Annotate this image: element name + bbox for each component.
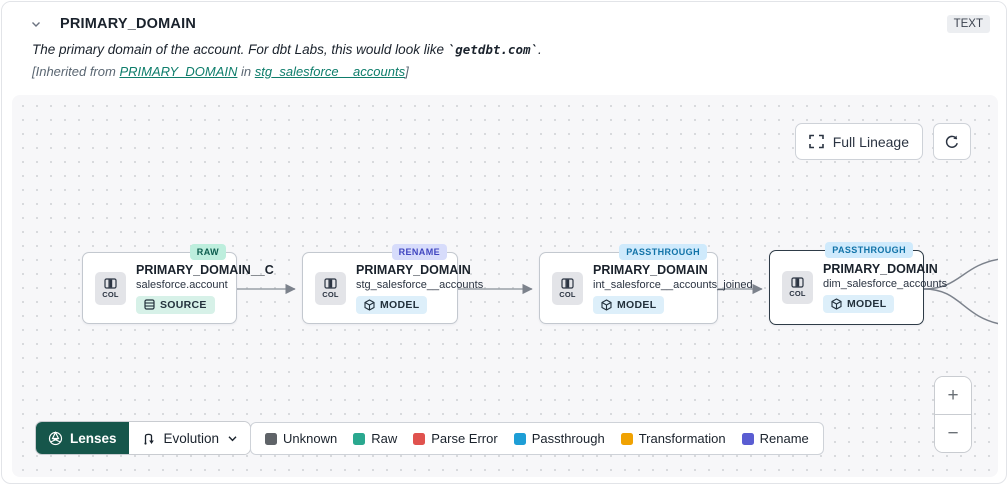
legend-item-unknown: Unknown: [265, 431, 337, 446]
column-icon: [561, 277, 574, 289]
full-lineage-button[interactable]: Full Lineage: [794, 123, 923, 160]
resource-type-badge: SOURCE: [136, 295, 215, 314]
header: PRIMARY_DOMAIN TEXT The primary domain o…: [2, 2, 1006, 95]
inherited-middle: in: [237, 64, 255, 79]
legend-swatch: [620, 432, 633, 445]
column-icon: [324, 277, 337, 289]
description-code: `getdbt.com`: [447, 42, 539, 57]
resource-type-badge: MODEL: [593, 295, 665, 314]
legend-label: Parse Error: [431, 431, 498, 446]
col-chip-label: COL: [559, 289, 576, 299]
inherited-note: [Inherited from PRIMARY_DOMAIN in stg_sa…: [2, 57, 1006, 79]
col-chip-label: COL: [322, 289, 339, 299]
resource-type-badge: MODEL: [356, 295, 428, 314]
node-subtitle: salesforce.account: [136, 278, 228, 291]
description-period: .: [538, 42, 542, 57]
status-badge: RENAME: [391, 244, 447, 260]
lineage-node-intermediate[interactable]: PASSTHROUGH COL PRIMARY_DOMAIN int_sales…: [539, 244, 753, 324]
col-chip-label: COL: [102, 289, 119, 299]
legend-label: Raw: [371, 431, 398, 446]
page-title: PRIMARY_DOMAIN: [60, 16, 196, 32]
full-lineage-label: Full Lineage: [832, 133, 909, 150]
legend-item-passthrough: Passthrough: [513, 431, 605, 446]
column-icon: [104, 277, 117, 289]
inherited-prefix: [Inherited from: [32, 64, 120, 79]
inherited-column-link[interactable]: PRIMARY_DOMAIN: [119, 64, 238, 79]
legend-swatch: [741, 432, 754, 445]
lineage-edges: [237, 258, 998, 325]
legend-item-parse-error: Parse Error: [413, 431, 498, 446]
status-badge: RAW: [189, 244, 226, 260]
node-title: PRIMARY_DOMAIN: [823, 262, 938, 276]
legend-swatch: [353, 432, 366, 445]
chevron-down-icon[interactable]: [30, 18, 42, 30]
column-chip: COL: [782, 271, 813, 304]
column-chip: COL: [95, 271, 126, 305]
status-badge: PASSTHROUGH: [825, 242, 913, 258]
lenses-control: Lenses Evolution: [35, 421, 252, 455]
model-icon: [601, 298, 612, 311]
refresh-icon: [944, 134, 960, 150]
node-title: PRIMARY_DOMAIN__C: [136, 262, 274, 277]
node-subtitle: dim_salesforce_accounts: [823, 278, 948, 290]
node-title: PRIMARY_DOMAIN: [356, 262, 471, 277]
lens-icon: [48, 430, 63, 445]
inherited-suffix: ]: [405, 64, 409, 79]
legend-item-transformation: Transformation: [620, 431, 726, 446]
zoom-controls: + −: [934, 376, 972, 453]
legend-label: Passthrough: [531, 431, 605, 446]
inherited-model-link[interactable]: stg_salesforce__accounts: [254, 64, 406, 79]
legend-swatch: [413, 432, 426, 445]
lenses-button[interactable]: Lenses: [36, 422, 129, 454]
lineage-canvas[interactable]: Full Lineage RAW COL PRIMA: [12, 95, 998, 477]
fullscreen-icon: [808, 134, 824, 149]
model-icon: [364, 298, 375, 311]
lenses-label: Lenses: [70, 430, 117, 446]
resource-type-label: SOURCE: [160, 298, 207, 311]
resource-type-label: MODEL: [380, 298, 420, 311]
lens-select-dropdown[interactable]: Evolution: [128, 422, 251, 454]
legend-item-rename: Rename: [741, 431, 809, 446]
legend-label: Unknown: [283, 431, 338, 446]
node-subtitle: stg_salesforce__accounts: [356, 278, 484, 291]
status-badge: PASSTHROUGH: [619, 244, 707, 260]
lineage-legend: Unknown Raw Parse Error Passthrough Tran…: [250, 422, 824, 455]
model-icon: [831, 298, 842, 310]
legend-label: Transformation: [638, 431, 726, 446]
legend-swatch: [513, 432, 526, 445]
legend-swatch: [265, 432, 277, 445]
resource-type-label: MODEL: [617, 298, 657, 311]
zoom-in-button[interactable]: +: [935, 377, 971, 414]
canvas-toolbar: Full Lineage: [794, 123, 971, 160]
chevron-down-icon: [228, 435, 237, 441]
lineage-node-dim-selected[interactable]: PASSTHROUGH COL PRIMARY_DOMAIN dim_sales…: [769, 242, 947, 325]
data-type-badge: TEXT: [946, 15, 990, 33]
legend-label: Rename: [759, 431, 809, 446]
source-icon: [144, 299, 155, 310]
column-icon: [791, 277, 804, 288]
resource-type-label: MODEL: [847, 298, 887, 310]
evolution-icon: [143, 433, 154, 445]
zoom-out-button[interactable]: −: [935, 415, 971, 452]
col-chip-label: COL: [789, 289, 806, 298]
zoom-divider: [935, 414, 971, 415]
node-title: PRIMARY_DOMAIN: [593, 262, 708, 277]
column-chip: COL: [552, 271, 583, 305]
legend-item-raw: Raw: [353, 431, 397, 446]
refresh-button[interactable]: [933, 123, 971, 160]
column-description: The primary domain of the account. For d…: [2, 33, 1006, 57]
column-chip: COL: [315, 271, 346, 305]
description-text: The primary domain of the account. For d…: [32, 42, 448, 57]
resource-type-badge: MODEL: [823, 295, 895, 313]
node-subtitle: int_salesforce__accounts_joined: [593, 278, 753, 291]
lineage-node-source[interactable]: RAW COL PRIMARY_DOMAIN__C salesforce.acc…: [82, 244, 274, 324]
lineage-node-staging[interactable]: RENAME COL PRIMARY_DOMAIN stg_salesforce…: [302, 244, 483, 324]
lens-selected-value: Evolution: [163, 430, 220, 446]
